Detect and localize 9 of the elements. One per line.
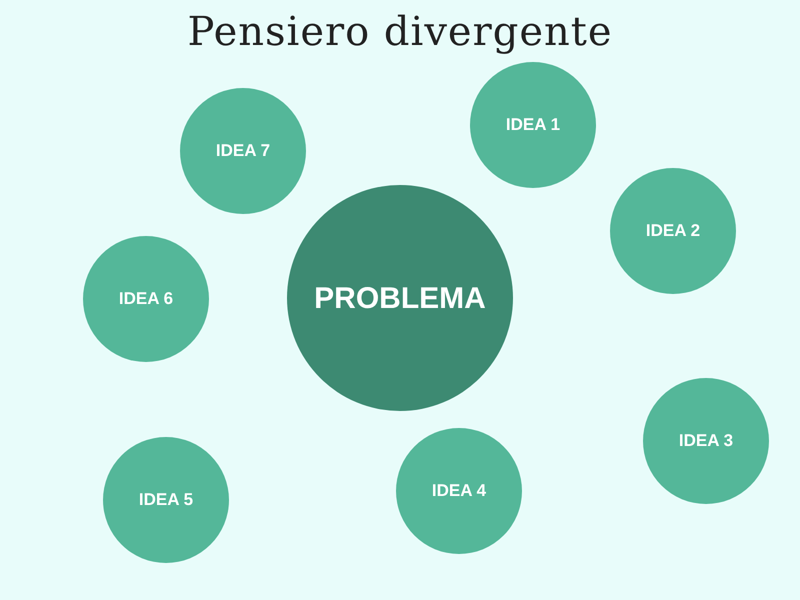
circle-label: IDEA 6 [118, 288, 174, 310]
circle-label: IDEA 1 [506, 114, 560, 136]
circle-label: PROBLEMA [314, 280, 486, 316]
circle-label: IDEA 4 [432, 480, 486, 502]
title: Pensiero divergente [187, 8, 613, 57]
circle-label: IDEA 5 [138, 489, 194, 512]
circle-label: IDEA 2 [646, 220, 700, 242]
circle-label: IDEA 3 [678, 430, 734, 452]
circle-label: IDEA 7 [216, 140, 270, 162]
